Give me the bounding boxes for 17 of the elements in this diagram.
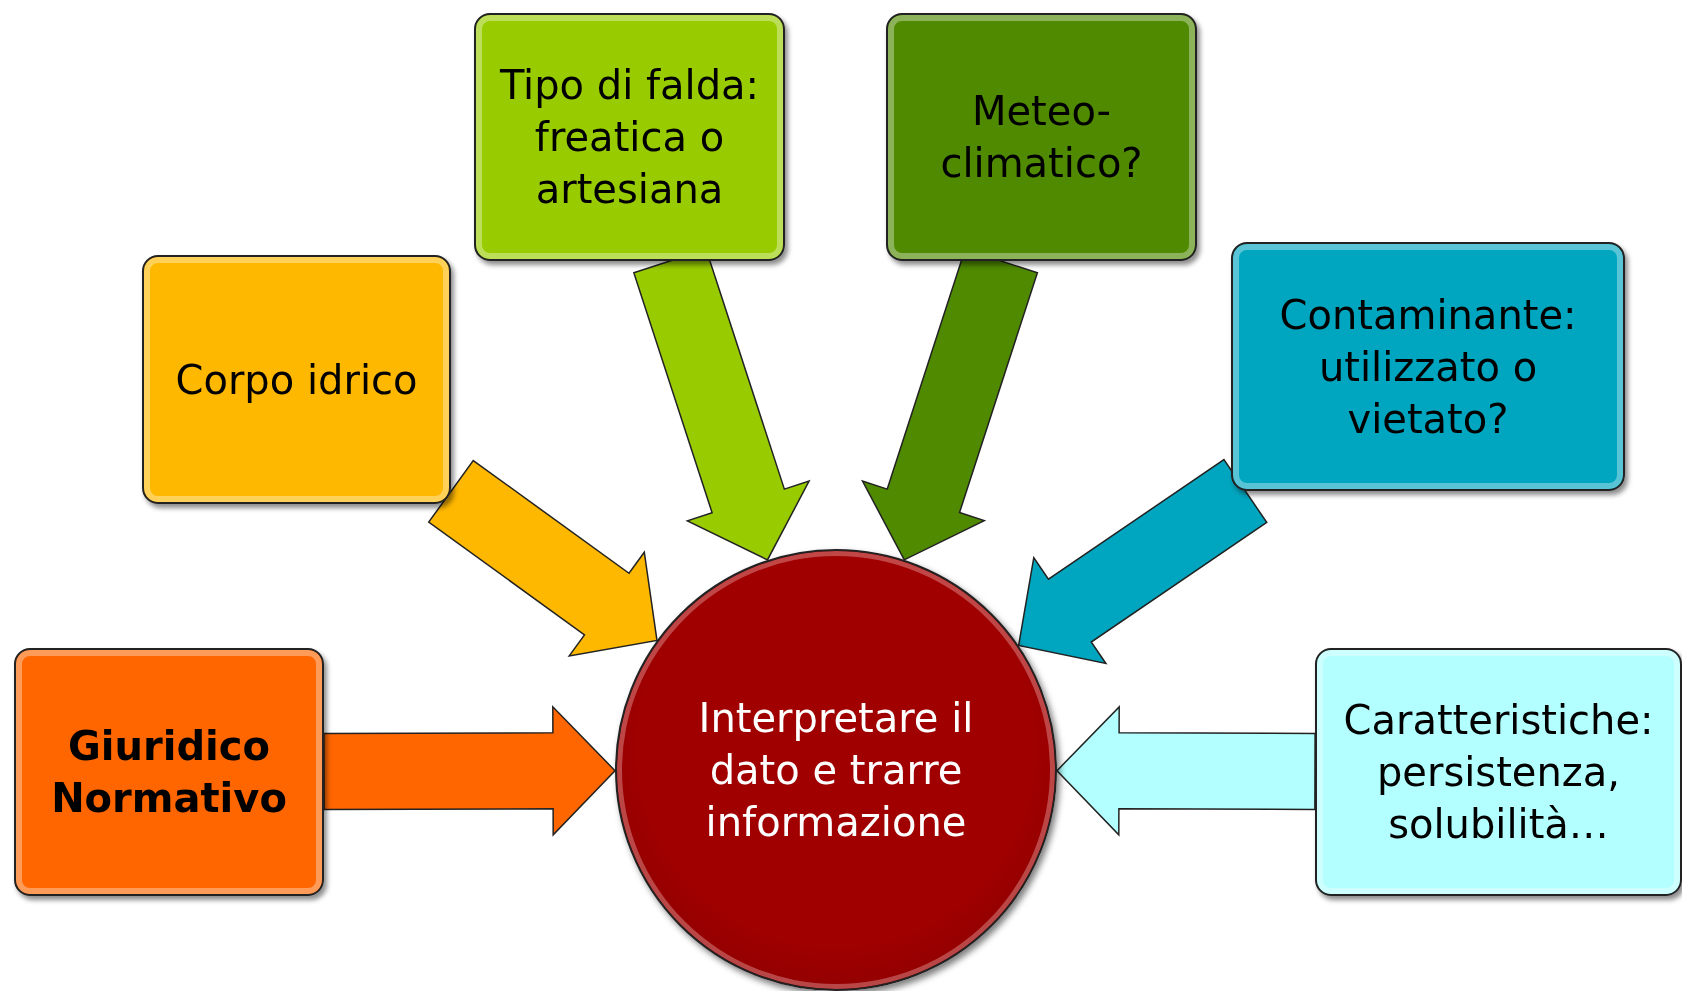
box-label: Caratteristiche: persistenza, solubilità… <box>1342 696 1655 849</box>
topic-box <box>1315 648 1682 896</box>
circle-label: Interpretare il dato e trarre informazione <box>697 694 975 847</box>
box-label: Contaminante: utilizzato o vietato? <box>1278 290 1578 444</box>
block-arrow <box>1055 705 1316 837</box>
block-arrow <box>427 459 658 657</box>
topic-box <box>474 13 785 261</box>
box-label: Corpo idrico <box>174 355 419 405</box>
box-label: Giuridico Normativo <box>50 722 288 823</box>
topic-box <box>1231 242 1625 491</box>
topic-box <box>886 13 1197 261</box>
block-arrow <box>323 705 617 837</box>
block-arrow <box>1017 458 1268 665</box>
topic-box <box>142 255 451 504</box>
topic-box <box>14 648 324 896</box>
box-label: Meteo-climatico? <box>939 87 1144 188</box>
box-label: Tipo di falda: freatica o artesiana <box>498 61 761 214</box>
